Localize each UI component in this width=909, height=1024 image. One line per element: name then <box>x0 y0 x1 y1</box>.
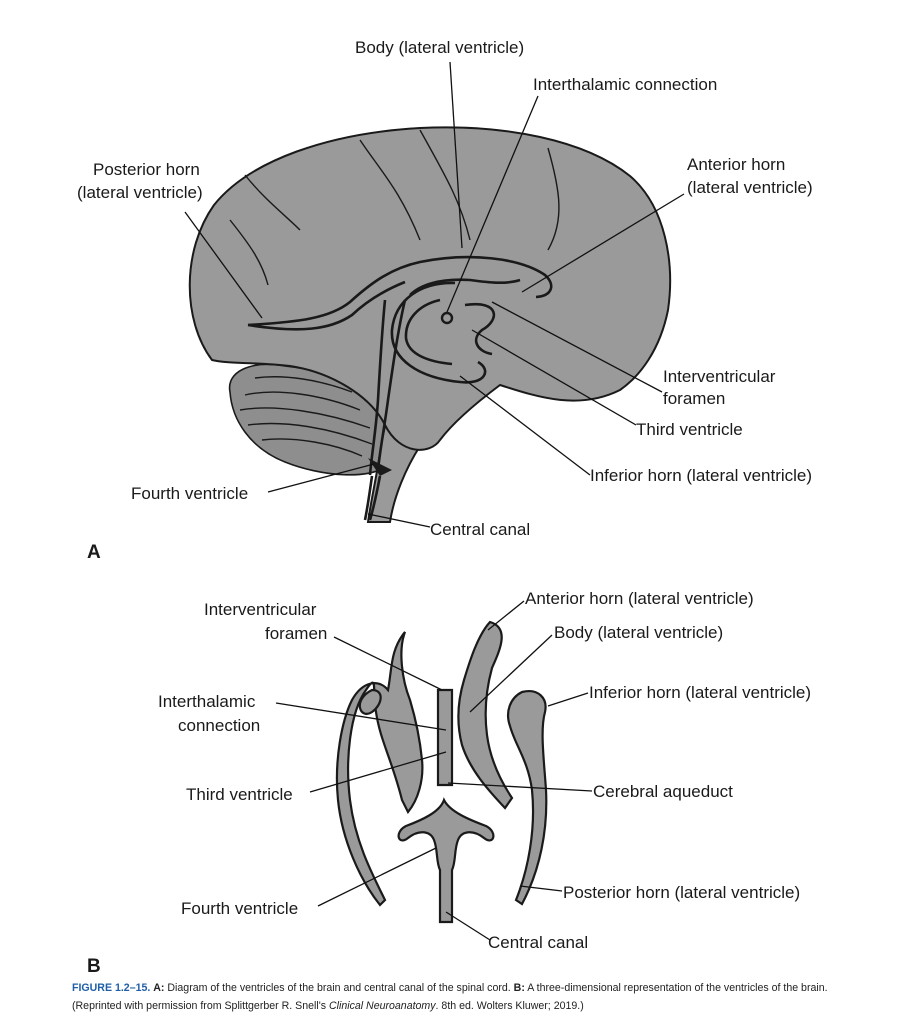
label-b-central-canal: Central canal <box>488 933 588 952</box>
label-a-body-lateral-ventricle: Body (lateral ventricle) <box>355 38 524 57</box>
label-a-posterior-horn-line2: (lateral ventricle) <box>77 183 203 202</box>
panel-letter-b: B <box>87 956 101 977</box>
cerebellum-folia <box>239 376 373 457</box>
label-a-third-ventricle: Third ventricle <box>636 420 743 439</box>
label-b-interthalamic-connection-line2: connection <box>178 716 260 735</box>
label-a-interthalamic-connection: Interthalamic connection <box>533 75 717 94</box>
label-a-anterior-horn-line2: (lateral ventricle) <box>687 178 813 197</box>
figure-caption: FIGURE 1.2–15. A: Diagram of the ventric… <box>72 979 862 1015</box>
label-b-interventricular-foramen-line2: foramen <box>265 624 327 643</box>
label-b-inferior-horn: Inferior horn (lateral ventricle) <box>589 683 811 702</box>
panel-letter-a: A <box>87 542 101 563</box>
lateral-ventricle-shape <box>247 255 553 521</box>
caption-a-label: A: <box>153 982 165 994</box>
label-b-interthalamic-connection-line1: Interthalamic <box>158 692 256 711</box>
label-b-third-ventricle: Third ventricle <box>186 785 293 804</box>
panel-a-leader-lines <box>184 61 685 528</box>
label-a-central-canal: Central canal <box>430 520 530 539</box>
label-a-fourth-ventricle: Fourth ventricle <box>131 484 248 503</box>
panel-b-illustration: Interventricular foramen Anterior horn (… <box>87 589 811 977</box>
caption-credit-suffix: . 8th ed. Wolters Kluwer; 2019.) <box>435 1000 584 1012</box>
label-b-anterior-horn: Anterior horn (lateral ventricle) <box>525 589 754 608</box>
third-ventricle-shape <box>436 688 454 787</box>
caption-figure-label: FIGURE 1.2–15. <box>72 982 151 994</box>
panel-a-illustration: Body (lateral ventricle) Interthalamic c… <box>77 38 813 563</box>
cerebrum-sulci <box>229 129 560 286</box>
label-a-interventricular-foramen-line1: Interventricular <box>663 367 776 386</box>
caption-credit-prefix: (Reprinted with permission from Splittge… <box>72 1000 327 1012</box>
label-b-body-lateral-ventricle: Body (lateral ventricle) <box>554 623 723 642</box>
label-b-fourth-ventricle: Fourth ventricle <box>181 899 298 918</box>
caption-b-label: B: <box>513 982 525 994</box>
caption-b-text: A three-dimensional representation of th… <box>527 982 828 994</box>
panel-b-leader-lines <box>275 600 593 941</box>
left-temporal-horn-shape <box>358 688 382 715</box>
label-a-posterior-horn-line1: Posterior horn <box>93 160 200 179</box>
caption-credit-title: Clinical Neuroanatomy <box>328 1000 436 1012</box>
left-lateral-ventricle-shape <box>335 631 424 907</box>
label-b-posterior-horn: Posterior horn (lateral ventricle) <box>563 883 800 902</box>
label-b-interventricular-foramen-line1: Interventricular <box>204 600 317 619</box>
right-inferior-posterior-horn-shape <box>506 690 548 906</box>
label-a-inferior-horn: Inferior horn (lateral ventricle) <box>590 466 812 485</box>
fourth-ventricle-shape <box>397 797 495 924</box>
right-lateral-ventricle-shape <box>457 620 514 810</box>
caption-a-text: Diagram of the ventricles of the brain a… <box>167 982 511 994</box>
label-a-interventricular-foramen-line2: foramen <box>663 389 725 408</box>
label-a-anterior-horn-line1: Anterior horn <box>687 155 785 174</box>
label-b-cerebral-aqueduct: Cerebral aqueduct <box>593 782 733 801</box>
